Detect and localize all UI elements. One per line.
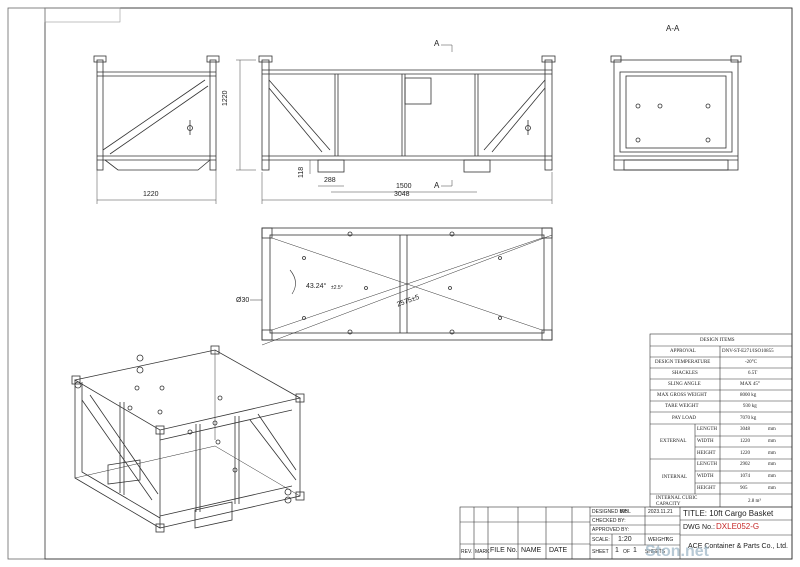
dim-base-height: 118 [298, 166, 305, 178]
dim-pocket-width: 288 [324, 177, 336, 184]
dim-length-total: 3048 [394, 191, 410, 198]
side-view [93, 55, 220, 171]
design-row-value: DNV-ST-E271/ISO10855 [722, 349, 774, 354]
dimension-lines [96, 44, 553, 204]
top-view [250, 227, 553, 346]
external-row-unit: mm [768, 439, 776, 444]
isometric-view [71, 345, 305, 533]
name-header: NAME [521, 547, 542, 554]
internal-row-unit: mm [768, 462, 776, 467]
external-row-value: 1220 [740, 451, 750, 456]
section-mark-bottom: A [434, 181, 440, 190]
checked-by-label: CHECKED BY: [592, 518, 626, 524]
file-no-header: FILE No. [490, 547, 518, 554]
weight-label: WEIGHT: [648, 537, 669, 543]
internal-row-value: 1074 [740, 474, 750, 479]
design-row-label: TARE WEIGHT [665, 404, 699, 409]
internal-row-label: LENGTH [697, 462, 717, 467]
dim-sling-tolerance: ±2.5° [331, 285, 343, 291]
design-row-value: 7070 kg [740, 416, 757, 421]
dwg-no-label: DWG No.: [683, 524, 715, 531]
cubic-capacity-label: INTERNAL CUBIC CAPACITY [656, 496, 698, 507]
design-row-label: MAX GROSS WEIGHT [657, 393, 707, 398]
sheets-label: SHEETS [645, 549, 666, 555]
dim-hole-dia: Ø30 [236, 297, 250, 304]
dim-front-height: 1220 [222, 90, 229, 106]
weight-unit: KG [666, 537, 674, 543]
scale-label: SCALE: [592, 537, 610, 543]
external-row-value: 1220 [740, 439, 750, 444]
section-mark-top: A [434, 39, 440, 48]
internal-row-unit: mm [768, 474, 776, 479]
sheet-label: SHEET [592, 549, 609, 555]
design-date: 2023.11.21 [648, 509, 673, 515]
internal-label: INTERNAL [662, 475, 687, 480]
section-view [610, 55, 742, 171]
design-row-label: DESIGN TEMPERATURE [655, 360, 711, 365]
corner-box [44, 7, 121, 23]
internal-row-unit: mm [768, 486, 776, 491]
designed-by-value: WBL [620, 509, 631, 515]
external-row-unit: mm [768, 427, 776, 432]
drawing-border [44, 7, 793, 560]
internal-row-label: HEIGHT [697, 486, 716, 491]
design-items-grid [649, 333, 793, 508]
external-row-value: 3048 [740, 427, 750, 432]
external-row-label: HEIGHT [697, 451, 716, 456]
external-row-label: LENGTH [697, 427, 717, 432]
watermark: Ston.net [645, 543, 709, 560]
design-row-value: 8000 kg [740, 393, 757, 398]
sheet-total: 1 [633, 547, 637, 554]
design-row-value: 6.5T [748, 371, 758, 376]
dim-sling-angle: 43.24° [306, 283, 327, 290]
design-row-label: PAY LOAD [672, 416, 697, 421]
company-name: ACE Container & Parts Co., Ltd. [688, 543, 788, 550]
internal-row-value: 2902 [740, 462, 750, 467]
sheet-number: 1 [615, 547, 619, 554]
dim-pocket-spacing: 1500 [396, 183, 412, 190]
dim-side-width: 1220 [143, 191, 159, 198]
mark-header: MARK [475, 549, 490, 555]
external-row-label: WIDTH [697, 439, 714, 444]
scale-value: 1:20 [618, 536, 632, 543]
dwg-no-value: DXLE052-G [716, 522, 760, 531]
designed-by-label: DESIGNED BY: [592, 509, 628, 515]
rev-header: REV. [461, 549, 473, 555]
approved-by-label: APPROVED BY: [592, 527, 629, 533]
design-row-value: -20°C [745, 360, 757, 365]
design-row-label: SLING ANGLE [668, 382, 701, 387]
sheet-of: OF [623, 549, 630, 555]
design-row-label: SHACKLES [672, 371, 698, 376]
date-header: DATE [549, 547, 568, 554]
title-block-grid [459, 506, 793, 560]
front-view [258, 55, 556, 173]
external-label: EXTERNAL [660, 439, 687, 444]
section-label: A-A [666, 24, 680, 33]
drawing-title: TITLE: 10ft Cargo Basket [683, 509, 774, 518]
internal-row-value: 905 [740, 486, 748, 491]
design-row-value: MAX 45° [740, 382, 760, 387]
internal-row-label: WIDTH [697, 474, 714, 479]
cubic-capacity-value: 2.8 m³ [748, 499, 761, 504]
design-row-value: 930 kg [743, 404, 757, 409]
design-items-title: DESIGN ITEMS [700, 338, 735, 343]
design-row-label: APPROVAL [670, 349, 696, 354]
external-row-unit: mm [768, 451, 776, 456]
